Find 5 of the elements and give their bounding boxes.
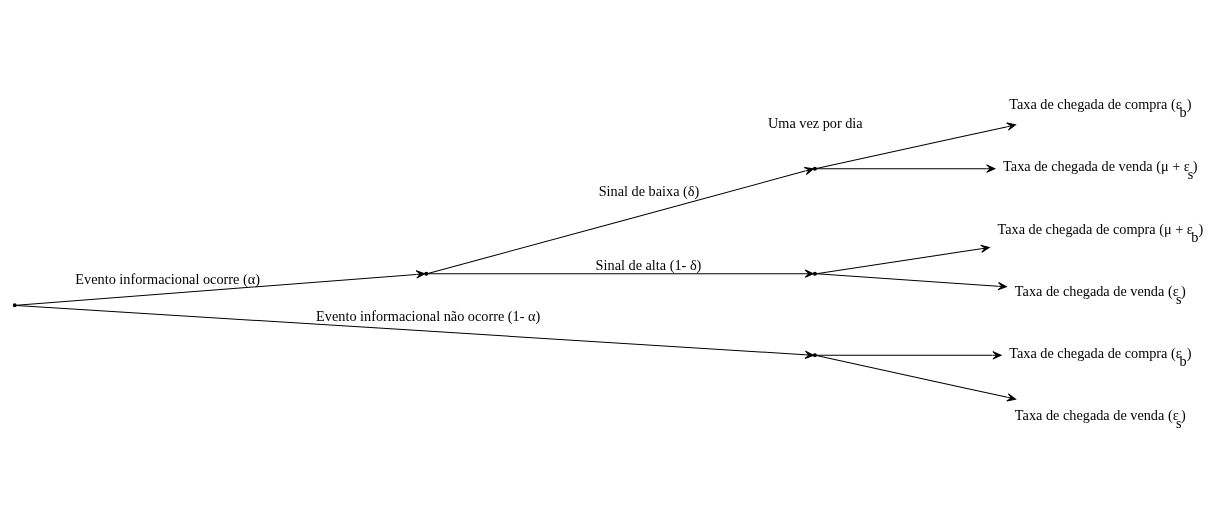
edge-label: Evento informacional ocorre (α) <box>75 271 260 288</box>
label: Uma vez por dia <box>768 114 863 131</box>
edge-label: Sinal de baixa (δ) <box>598 183 700 200</box>
edge-label: Sinal de alta (1- δ) <box>595 256 702 273</box>
edge-label: Evento informacional não ocorre (1- α) <box>316 307 541 324</box>
